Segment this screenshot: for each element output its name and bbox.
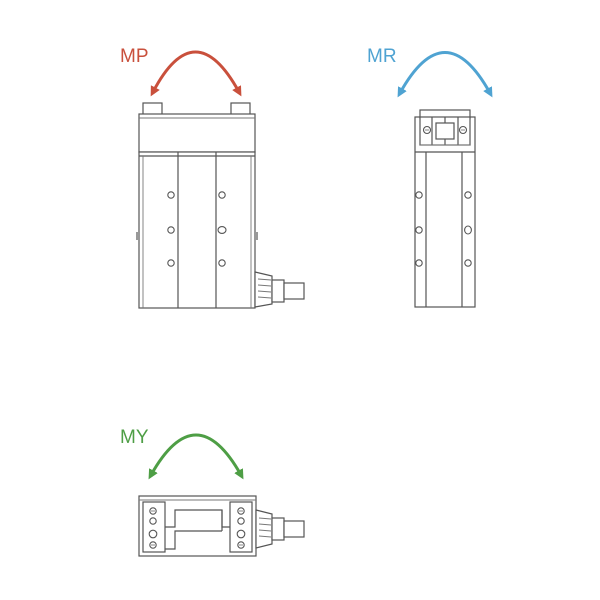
cable-connector-icon (254, 271, 305, 308)
mr-label: MR (367, 46, 397, 67)
actuator-front-view (136, 102, 305, 309)
my-arrow-icon (148, 433, 244, 480)
mp-arrow-icon (150, 50, 242, 97)
my-group: MY (120, 427, 305, 557)
actuator-top-view (138, 495, 305, 557)
mp-group: MP (120, 46, 305, 309)
mr-group: MR (367, 46, 493, 308)
mp-label: MP (120, 46, 149, 67)
my-label: MY (120, 427, 149, 448)
actuator-side-view (414, 109, 476, 308)
mr-arrow-icon (397, 51, 493, 98)
cable-connector-icon (255, 509, 305, 549)
